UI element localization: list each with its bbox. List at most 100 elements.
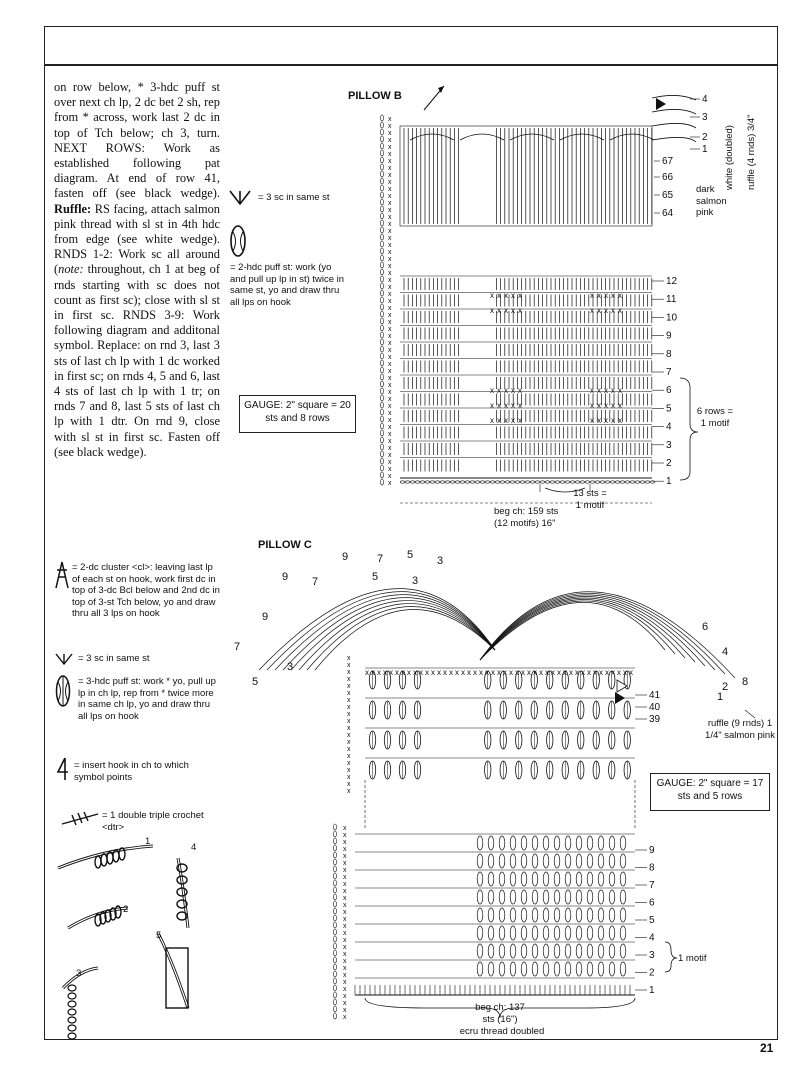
row-number-12: 12	[666, 276, 678, 287]
sc-mark: x	[581, 668, 585, 677]
puff-stitch	[597, 889, 605, 905]
yarn-loop	[176, 887, 188, 897]
pillow-b-title: PILLOW B	[348, 90, 402, 102]
edge-chain	[380, 191, 384, 199]
edge-chain	[333, 900, 337, 908]
puff-stitch	[542, 961, 550, 977]
yarn-loop	[94, 855, 102, 869]
puff-stitch	[564, 871, 572, 887]
hook-highlight	[157, 932, 189, 1009]
edge-sc: x	[388, 326, 392, 333]
three-sc-symbol-icon	[229, 190, 251, 206]
edge-sc: x	[343, 1007, 347, 1014]
base-chain	[67, 992, 77, 1000]
row-number-6: 6	[649, 898, 655, 909]
hook-highlight	[62, 967, 99, 989]
edge-chain	[333, 928, 337, 936]
edge-sc: x	[343, 860, 347, 867]
sc-mark: x	[623, 668, 627, 677]
motif-bracket	[544, 487, 586, 493]
sc-mark: x	[389, 668, 393, 677]
thirteen-sts-label: 13 sts = 1 motif	[573, 488, 607, 511]
edge-sc: x	[388, 403, 392, 410]
edge-sc: x	[343, 979, 347, 986]
step-1: 1	[145, 836, 151, 847]
puff-stitch	[520, 835, 528, 851]
edge-chain	[380, 261, 384, 269]
row-number-2: 2	[666, 458, 672, 469]
pillow-c-title: PILLOW C	[258, 539, 312, 551]
puff-stitch	[586, 871, 594, 887]
row-number-6: 6	[666, 385, 672, 396]
chain-stitch	[484, 480, 491, 484]
puff-stitch	[608, 943, 616, 959]
sc-mark: x	[504, 401, 508, 410]
ruffle-round-number: 2	[722, 681, 728, 693]
edge-sc: x	[347, 718, 351, 725]
edge-sc: x	[347, 676, 351, 683]
dtr-symbol-icon	[61, 811, 99, 826]
puff-stitch	[564, 889, 572, 905]
sc-mark: x	[437, 668, 441, 677]
edge-sc: x	[388, 200, 392, 207]
puff-stitch	[476, 853, 484, 869]
sc-mark: x	[473, 668, 477, 677]
chain-stitch	[399, 480, 406, 484]
edge-chain	[380, 317, 384, 325]
row-number-3: 3	[666, 440, 672, 451]
row-number-8: 8	[666, 349, 672, 360]
pillow-b-key-puff: = 2-hdc puff st: work (yo and pull up lp…	[230, 262, 345, 308]
ruffle-arch	[479, 597, 696, 663]
edge-chain	[380, 177, 384, 185]
edge-sc: x	[343, 951, 347, 958]
edge-sc: x	[388, 319, 392, 326]
edge-sc: x	[343, 944, 347, 951]
edge-chain	[380, 408, 384, 416]
puff-stitch	[586, 961, 594, 977]
row-number-9: 9	[666, 331, 672, 342]
row-number-1: 1	[702, 144, 708, 155]
edge-sc: x	[388, 221, 392, 228]
chain-stitch	[489, 480, 496, 484]
yarn-loop	[109, 907, 117, 921]
edge-chain	[380, 387, 384, 395]
puff-stitch	[575, 853, 583, 869]
edge-sc: x	[388, 179, 392, 186]
puff-stitch	[531, 961, 539, 977]
puff-stitch	[564, 853, 572, 869]
edge-sc: x	[343, 874, 347, 881]
hook-highlight	[177, 857, 189, 929]
puff-stitch	[619, 871, 627, 887]
row-number-8: 8	[649, 863, 655, 874]
sc-mark: x	[518, 386, 522, 395]
pillow-c-key-cluster: = 2-dc cluster <cl>: leaving last lp of …	[72, 562, 220, 619]
edge-chain	[380, 366, 384, 374]
edge-sc: x	[388, 431, 392, 438]
chain-stitch	[599, 480, 606, 484]
dtr-steps-illustration	[57, 844, 190, 1040]
edge-chain	[380, 310, 384, 318]
finished-dtr	[165, 947, 189, 1009]
sc-mark: x	[365, 668, 369, 677]
edge-chain	[380, 240, 384, 248]
edge-sc: x	[347, 711, 351, 718]
chain-stitch	[524, 480, 531, 484]
edge-sc: x	[343, 986, 347, 993]
ruffle-arch	[282, 597, 496, 671]
sc-mark: x	[597, 401, 601, 410]
row-number-2: 2	[702, 132, 708, 143]
ruffle-round-number: 7	[312, 576, 318, 588]
chain-stitch	[519, 480, 526, 484]
sc-mark: x	[599, 668, 603, 677]
sc-mark: x	[575, 668, 579, 677]
edge-sc: x	[347, 739, 351, 746]
puff-stitch	[509, 925, 517, 941]
edge-chain	[333, 844, 337, 852]
edge-sc: x	[388, 291, 392, 298]
puff-stitch-icon	[230, 225, 246, 257]
chain-stitch	[589, 480, 596, 484]
puff-stitch	[564, 907, 572, 923]
edge-sc: x	[388, 466, 392, 473]
edge-chain	[380, 128, 384, 136]
chain-stitch	[469, 480, 476, 484]
